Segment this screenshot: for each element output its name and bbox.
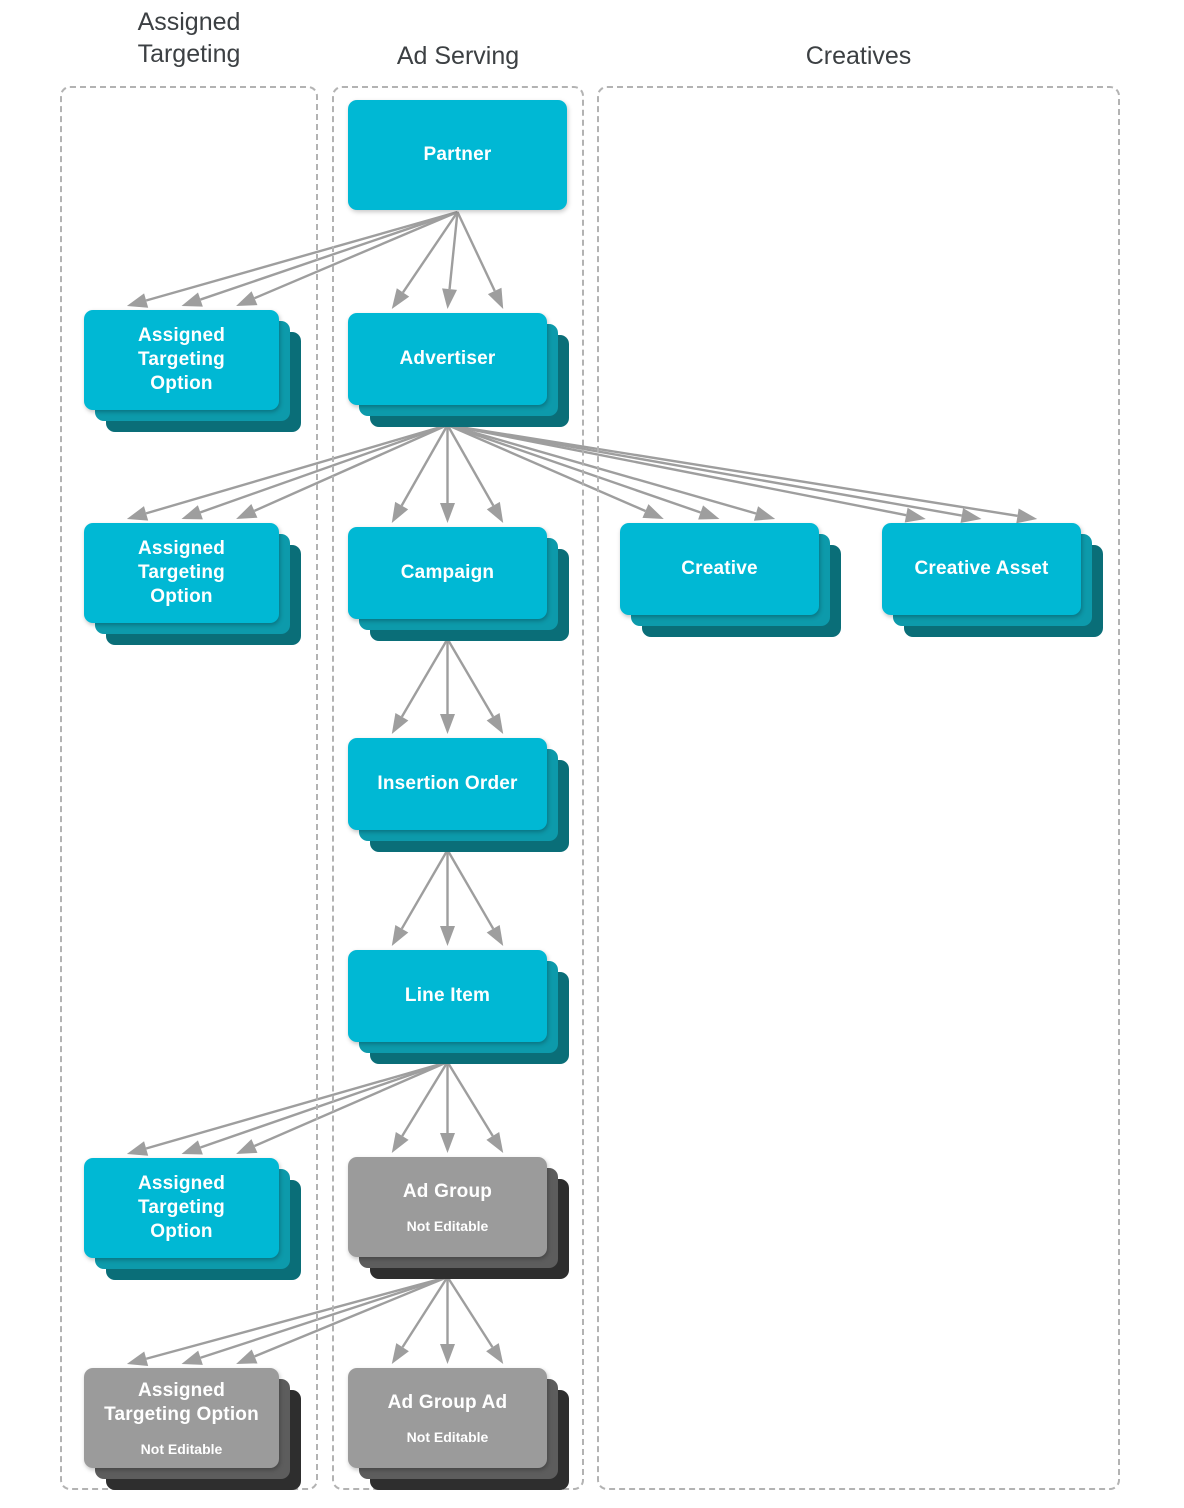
node-title: Creative: [681, 558, 758, 579]
node-card[interactable]: Ad Group Ad Not Editable: [348, 1368, 547, 1468]
node-card[interactable]: Advertiser: [348, 313, 547, 405]
node-card[interactable]: Assigned Targeting Option: [84, 523, 279, 623]
node-campaign[interactable]: Campaign: [348, 527, 569, 641]
column-title-creatives: Creatives: [805, 42, 912, 70]
node-card[interactable]: Partner: [348, 100, 567, 210]
node-title: Assigned Targeting Option: [137, 538, 226, 607]
node-ad-group-ad[interactable]: Ad Group Ad Not Editable: [348, 1368, 569, 1490]
node-card[interactable]: Campaign: [348, 527, 547, 619]
node-card[interactable]: Insertion Order: [348, 738, 547, 830]
node-ato-line-item[interactable]: Assigned Targeting Option: [84, 1158, 301, 1280]
node-title: Assigned Targeting Option: [104, 1379, 259, 1425]
node-card[interactable]: Assigned Targeting Option: [84, 310, 279, 410]
node-card[interactable]: Line Item: [348, 950, 547, 1042]
node-title: Assigned Targeting Option: [137, 325, 226, 394]
node-title: Ad Group Ad: [387, 1391, 508, 1413]
node-ato-advertiser[interactable]: Assigned Targeting Option: [84, 523, 301, 645]
node-title: Partner: [423, 144, 492, 165]
node-status-badge: Not Editable: [140, 1440, 223, 1457]
column-frame-creatives: [597, 86, 1120, 1490]
node-title: Line Item: [404, 985, 491, 1006]
node-ato-partner[interactable]: Assigned Targeting Option: [84, 310, 301, 432]
node-insertion-order[interactable]: Insertion Order: [348, 738, 569, 852]
node-title: Campaign: [400, 562, 495, 583]
node-title: Ad Group: [402, 1180, 493, 1202]
column-title-ad-serving: Ad Serving: [396, 42, 520, 70]
node-creative-asset[interactable]: Creative Asset: [882, 523, 1103, 637]
node-status-badge: Not Editable: [406, 1428, 489, 1445]
node-title: Advertiser: [399, 348, 496, 369]
column-title-assigned-targeting: Assigned Targeting: [137, 8, 241, 68]
node-title: Creative Asset: [914, 558, 1049, 579]
node-card[interactable]: Creative: [620, 523, 819, 615]
node-advertiser[interactable]: Advertiser: [348, 313, 569, 427]
node-card[interactable]: Assigned Targeting Option: [84, 1158, 279, 1258]
node-creative[interactable]: Creative: [620, 523, 841, 637]
node-title: Assigned Targeting Option: [137, 1173, 226, 1242]
node-partner[interactable]: Partner: [348, 100, 589, 232]
node-card[interactable]: Creative Asset: [882, 523, 1081, 615]
node-title: Insertion Order: [377, 773, 518, 794]
node-status-badge: Not Editable: [406, 1217, 489, 1234]
node-line-item[interactable]: Line Item: [348, 950, 569, 1064]
